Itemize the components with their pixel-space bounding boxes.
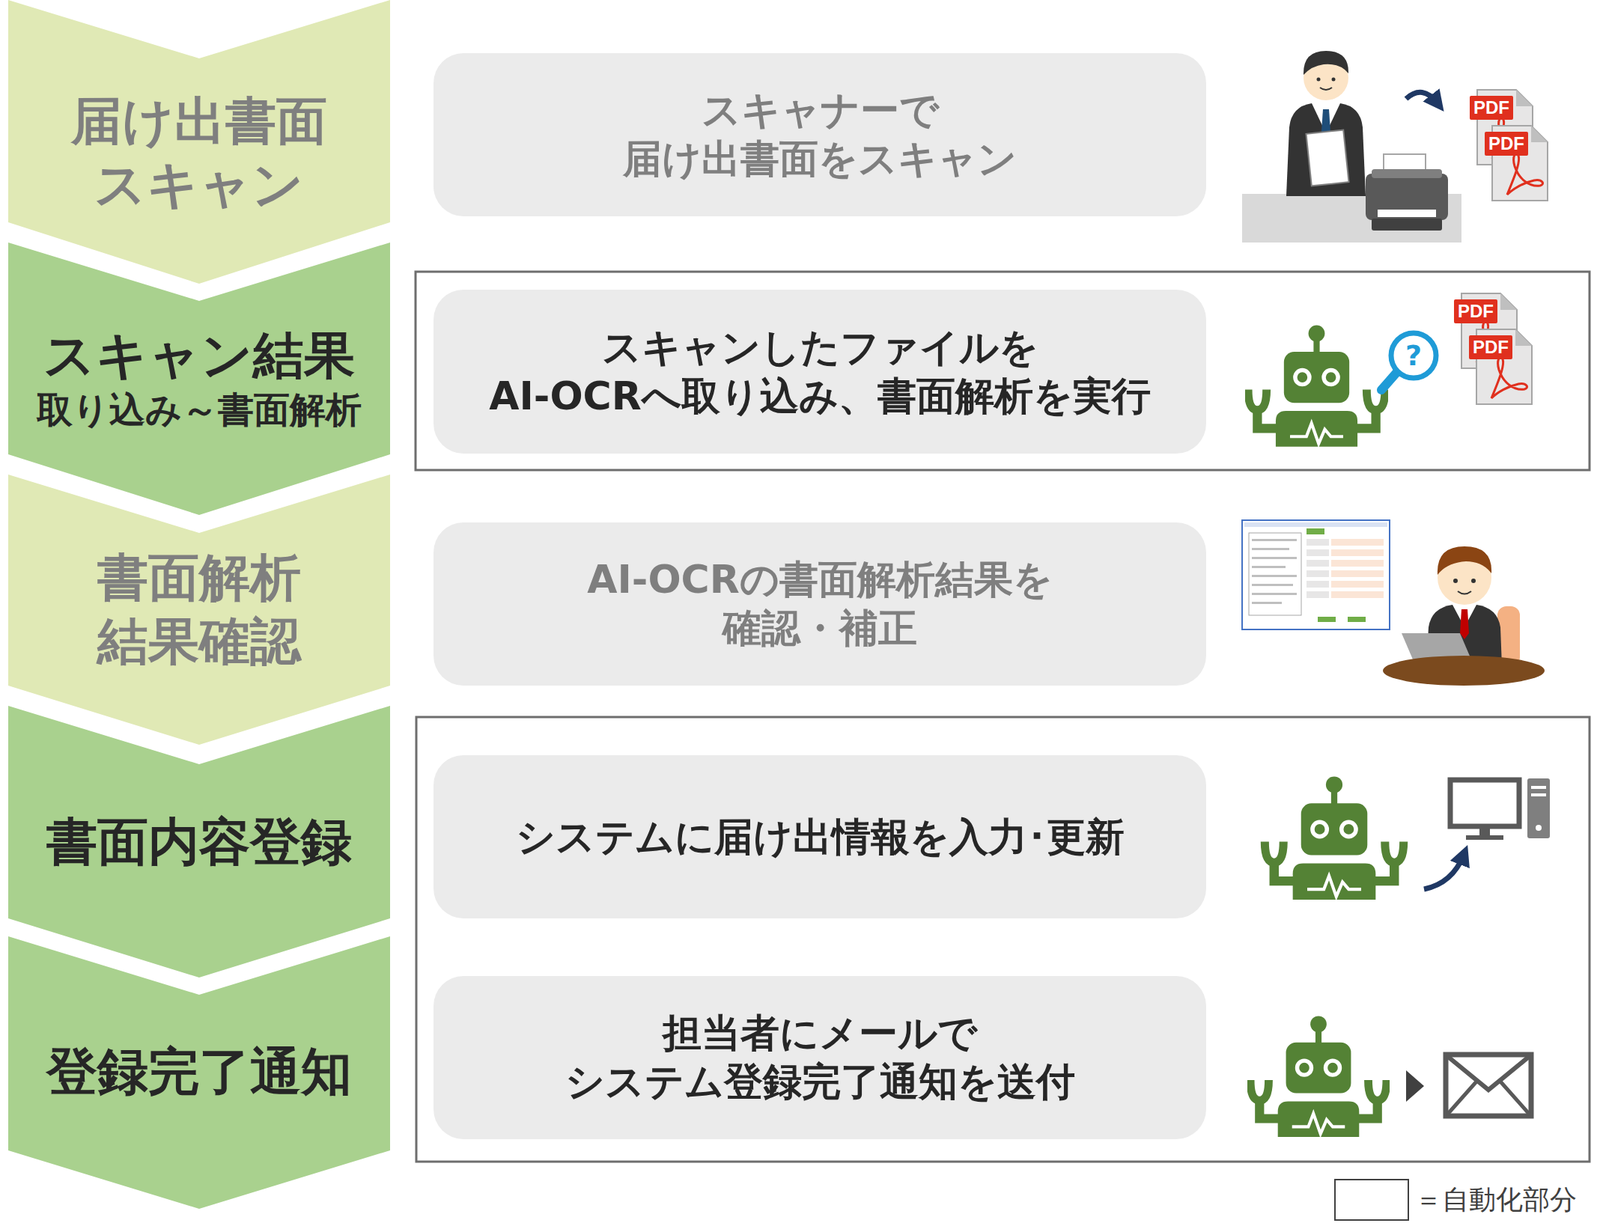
process-box: システムに届け出情報を入力･更新 — [433, 755, 1207, 919]
robot-icon — [1250, 1016, 1387, 1138]
automation-outline — [415, 271, 1590, 471]
chevron-fill — [8, 474, 391, 745]
step-title: スキャン結果 — [21, 323, 377, 388]
form-screenshot — [1242, 520, 1390, 630]
question-mark: ? — [1394, 336, 1433, 375]
flow-arrow — [1406, 92, 1438, 104]
step-title: 書面内容登録 — [21, 810, 377, 874]
chevron-fill — [8, 706, 391, 978]
step-subtitle: 取り込み～書面解析 — [21, 387, 377, 433]
step-title: 書面解析 結果確認 — [21, 545, 377, 674]
step-description: スキャンしたファイルを AI-OCRへ取り込み、書面解析を実行 — [455, 323, 1184, 421]
step-chevron: 登録完了通知 — [8, 936, 391, 1210]
legend-swatch — [1334, 1179, 1409, 1221]
chevron-fill — [8, 936, 391, 1210]
step-description: AI-OCRの書面解析結果を 確認・補正 — [455, 555, 1184, 653]
scanner-icon — [1365, 154, 1449, 231]
step-chevron: スキャン結果取り込み～書面解析 — [8, 242, 391, 516]
process-box: 担当者にメールで システム登録完了通知を送付 — [433, 976, 1207, 1140]
chevron-shape — [8, 474, 391, 745]
pdf-tag: PDF — [1454, 299, 1498, 324]
chevron-text-group: 登録完了通知 — [21, 1039, 377, 1104]
chevron-fill — [8, 0, 391, 284]
chevron-text-group: 届け出書面 スキャン — [21, 89, 377, 217]
process-box: スキャナーで 届け出書面をスキャン — [433, 53, 1207, 217]
pc-icon — [1450, 778, 1550, 841]
pdf-icon — [1484, 125, 1548, 201]
step-description: システムに届け出情報を入力･更新 — [455, 813, 1184, 862]
step-chevron: 書面内容登録 — [8, 706, 391, 978]
process-box: スキャンしたファイルを AI-OCRへ取り込み、書面解析を実行 — [433, 289, 1207, 454]
pdf-icon — [1468, 329, 1532, 405]
pdf-tag: PDF — [1469, 95, 1514, 120]
step-description: 担当者にメールで システム登録完了通知を送付 — [455, 1009, 1184, 1107]
person-illustration — [1286, 50, 1366, 197]
mail-icon — [1445, 1054, 1532, 1117]
magnifier-icon — [1381, 333, 1437, 391]
chevron-fill — [8, 242, 391, 516]
step-chevron: 書面解析 結果確認 — [8, 474, 391, 745]
pdf-tag: PDF — [1484, 131, 1529, 156]
step-title: 届け出書面 スキャン — [21, 89, 377, 217]
step-description: スキャナーで 届け出書面をスキャン — [455, 86, 1184, 184]
step-title: 登録完了通知 — [21, 1039, 377, 1104]
pdf-tag: PDF — [1468, 335, 1513, 360]
person-at-laptop — [1382, 546, 1545, 686]
legend-text: ＝自動化部分 — [1415, 1183, 1577, 1216]
chevron-text-group: 書面解析 結果確認 — [21, 545, 377, 674]
robot-icon — [1264, 776, 1404, 900]
process-box: AI-OCRの書面解析結果を 確認・補正 — [433, 522, 1207, 686]
chevron-text-group: 書面内容登録 — [21, 810, 377, 874]
step-chevron: 届け出書面 スキャン — [8, 0, 391, 284]
flow-arrow — [1424, 855, 1464, 890]
chevron-text-group: スキャン結果取り込み～書面解析 — [21, 323, 377, 433]
send-triangle — [1406, 1070, 1425, 1103]
robot-icon — [1248, 325, 1386, 447]
automation-outline — [416, 717, 1590, 1163]
